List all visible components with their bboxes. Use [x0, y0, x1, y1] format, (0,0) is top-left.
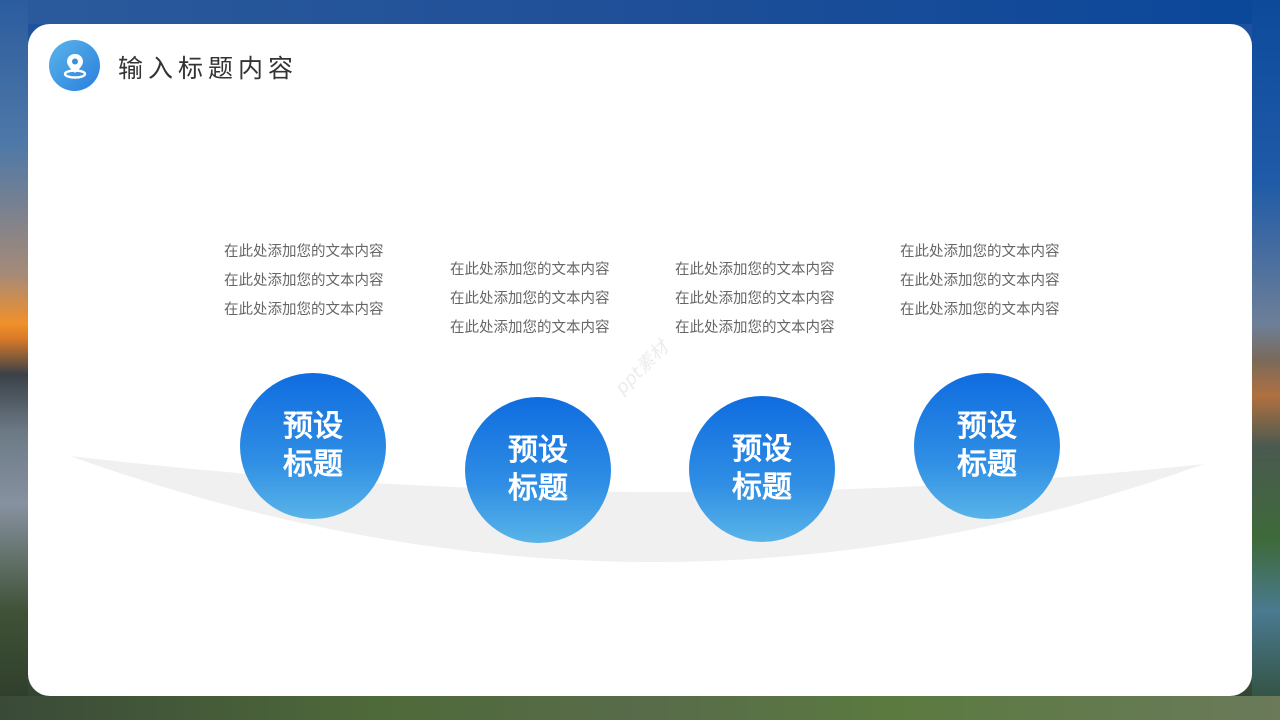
slide-card: 输入标题内容 ppt素材 在此处添加您的文本内容 在此处添加您的文本内容 在此处… [28, 24, 1252, 696]
label-line: 标题 [957, 447, 1017, 482]
item-2-label: 预设 标题 [498, 432, 578, 508]
item-2-circle: 预设 标题 [465, 397, 611, 543]
item-3-description: 在此处添加您的文本内容 在此处添加您的文本内容 在此处添加您的文本内容 [675, 256, 875, 343]
item-4-description: 在此处添加您的文本内容 在此处添加您的文本内容 在此处添加您的文本内容 [900, 238, 1100, 325]
item-1-description: 在此处添加您的文本内容 在此处添加您的文本内容 在此处添加您的文本内容 [224, 238, 424, 325]
description-line: 在此处添加您的文本内容 [900, 273, 1060, 289]
description-line: 在此处添加您的文本内容 [224, 302, 384, 318]
label-line: 预设 [283, 409, 343, 444]
description-line: 在此处添加您的文本内容 [450, 320, 610, 336]
page-title: 输入标题内容 [118, 54, 299, 83]
item-4-label: 预设 标题 [947, 408, 1027, 484]
location-pin-icon [49, 40, 100, 91]
label-line: 标题 [283, 447, 343, 482]
label-line: 标题 [508, 471, 568, 506]
description-line: 在此处添加您的文本内容 [224, 273, 384, 289]
label-line: 预设 [508, 433, 568, 468]
label-line: 标题 [732, 470, 792, 505]
item-4-circle: 预设 标题 [914, 373, 1060, 519]
description-line: 在此处添加您的文本内容 [900, 244, 1060, 260]
background-photo-left [0, 0, 28, 720]
description-line: 在此处添加您的文本内容 [675, 262, 835, 278]
label-line: 预设 [957, 409, 1017, 444]
background-photo-bottom [0, 696, 1280, 720]
item-1-label: 预设 标题 [273, 408, 353, 484]
description-line: 在此处添加您的文本内容 [450, 262, 610, 278]
label-line: 预设 [732, 432, 792, 467]
description-line: 在此处添加您的文本内容 [224, 244, 384, 260]
item-3-circle: 预设 标题 [689, 396, 835, 542]
item-3-label: 预设 标题 [722, 431, 802, 507]
background-photo-top [0, 0, 1280, 24]
item-1-circle: 预设 标题 [240, 373, 386, 519]
description-line: 在此处添加您的文本内容 [900, 302, 1060, 318]
background-photo-right [1252, 0, 1280, 720]
description-line: 在此处添加您的文本内容 [675, 320, 835, 336]
item-2-description: 在此处添加您的文本内容 在此处添加您的文本内容 在此处添加您的文本内容 [450, 256, 650, 343]
description-line: 在此处添加您的文本内容 [450, 291, 610, 307]
description-line: 在此处添加您的文本内容 [675, 291, 835, 307]
